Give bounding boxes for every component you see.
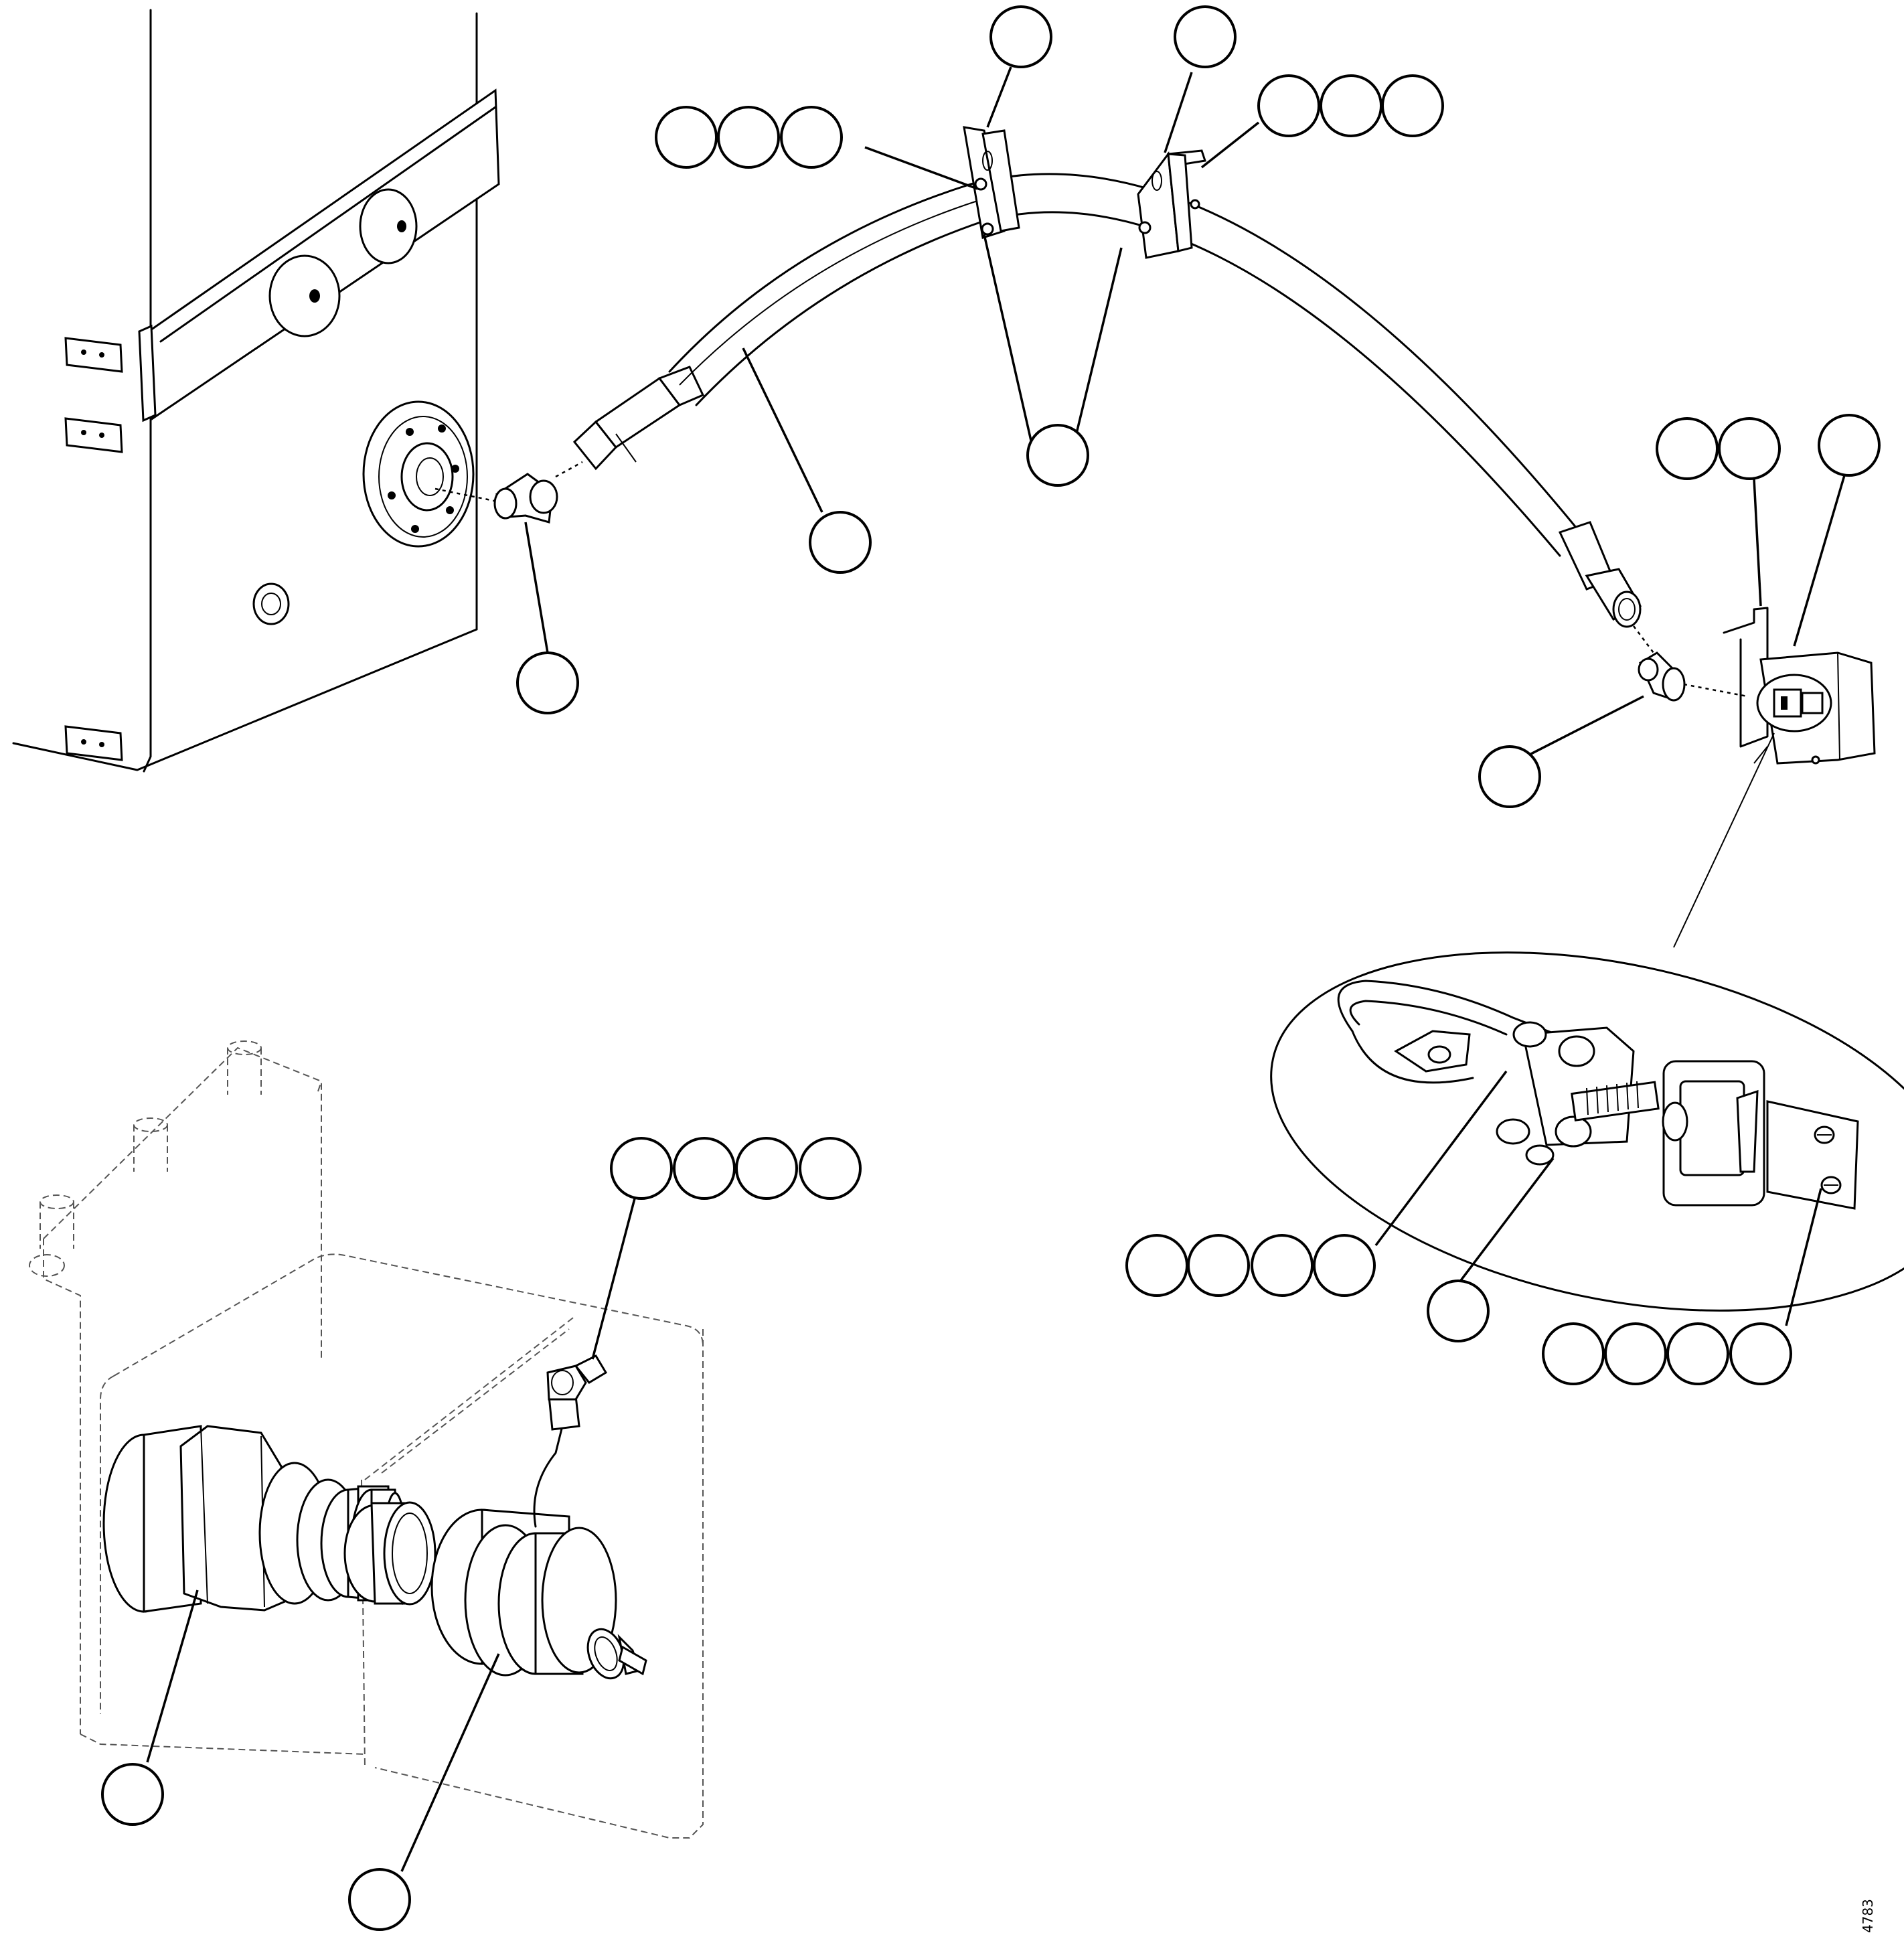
swivel-elbow-left	[434, 461, 583, 524]
callout-bubble	[1313, 1234, 1376, 1297]
drawing-number: 4783	[1860, 1899, 1876, 1933]
tank-panel	[12, 9, 500, 773]
callout-bubble	[1478, 745, 1541, 808]
callout-bubble	[1666, 1322, 1729, 1385]
callout-bubble	[1542, 1322, 1605, 1385]
callout-bubble	[799, 1137, 862, 1200]
callout-bubble	[1729, 1322, 1792, 1385]
callout-bubble	[655, 106, 718, 169]
callout-bubble	[1818, 414, 1881, 477]
callout-bubble	[1174, 5, 1237, 68]
callout-bubble	[1381, 74, 1444, 137]
latch-spring	[1571, 1081, 1660, 1121]
callout-bubble	[101, 1763, 164, 1826]
latch-detail	[1270, 732, 1904, 1312]
callout-bubble	[735, 1137, 798, 1200]
mounting-bracket	[1723, 607, 1876, 765]
callout-bubble	[348, 1868, 411, 1931]
tank-side-tabs	[64, 337, 123, 761]
tank-outlet-flange	[362, 400, 475, 548]
callout-bubble	[1427, 1280, 1490, 1342]
hose-assembly	[572, 173, 1654, 653]
leader-lines	[146, 66, 1846, 1872]
coupler-fitting	[102, 1425, 437, 1613]
callout-bubble	[610, 1137, 673, 1200]
latch-handle	[1662, 1060, 1765, 1207]
callout-bubble	[673, 1137, 736, 1200]
swivel-elbow-right	[1638, 651, 1748, 702]
hose-clamp-right	[1137, 149, 1206, 259]
callout-bubble	[1187, 1234, 1250, 1297]
callout-bubble	[1125, 1234, 1188, 1297]
callout-bubble	[1320, 74, 1382, 137]
callout-bubble	[1718, 417, 1781, 480]
callout-bubble	[1604, 1322, 1667, 1385]
callout-bubble	[1257, 74, 1320, 137]
hose-clamp-left	[963, 126, 1020, 239]
callout-bubble	[1026, 424, 1089, 487]
callout-bubble	[780, 106, 843, 169]
callout-bubble	[1656, 417, 1719, 480]
callout-bubble	[809, 511, 872, 574]
callout-bubble	[516, 651, 579, 714]
callout-bubble	[1251, 1234, 1314, 1297]
callout-bubble	[717, 106, 780, 169]
callout-bubble	[989, 5, 1052, 68]
callout-bubbles	[101, 5, 1881, 1931]
dust-cap	[430, 1354, 647, 1680]
